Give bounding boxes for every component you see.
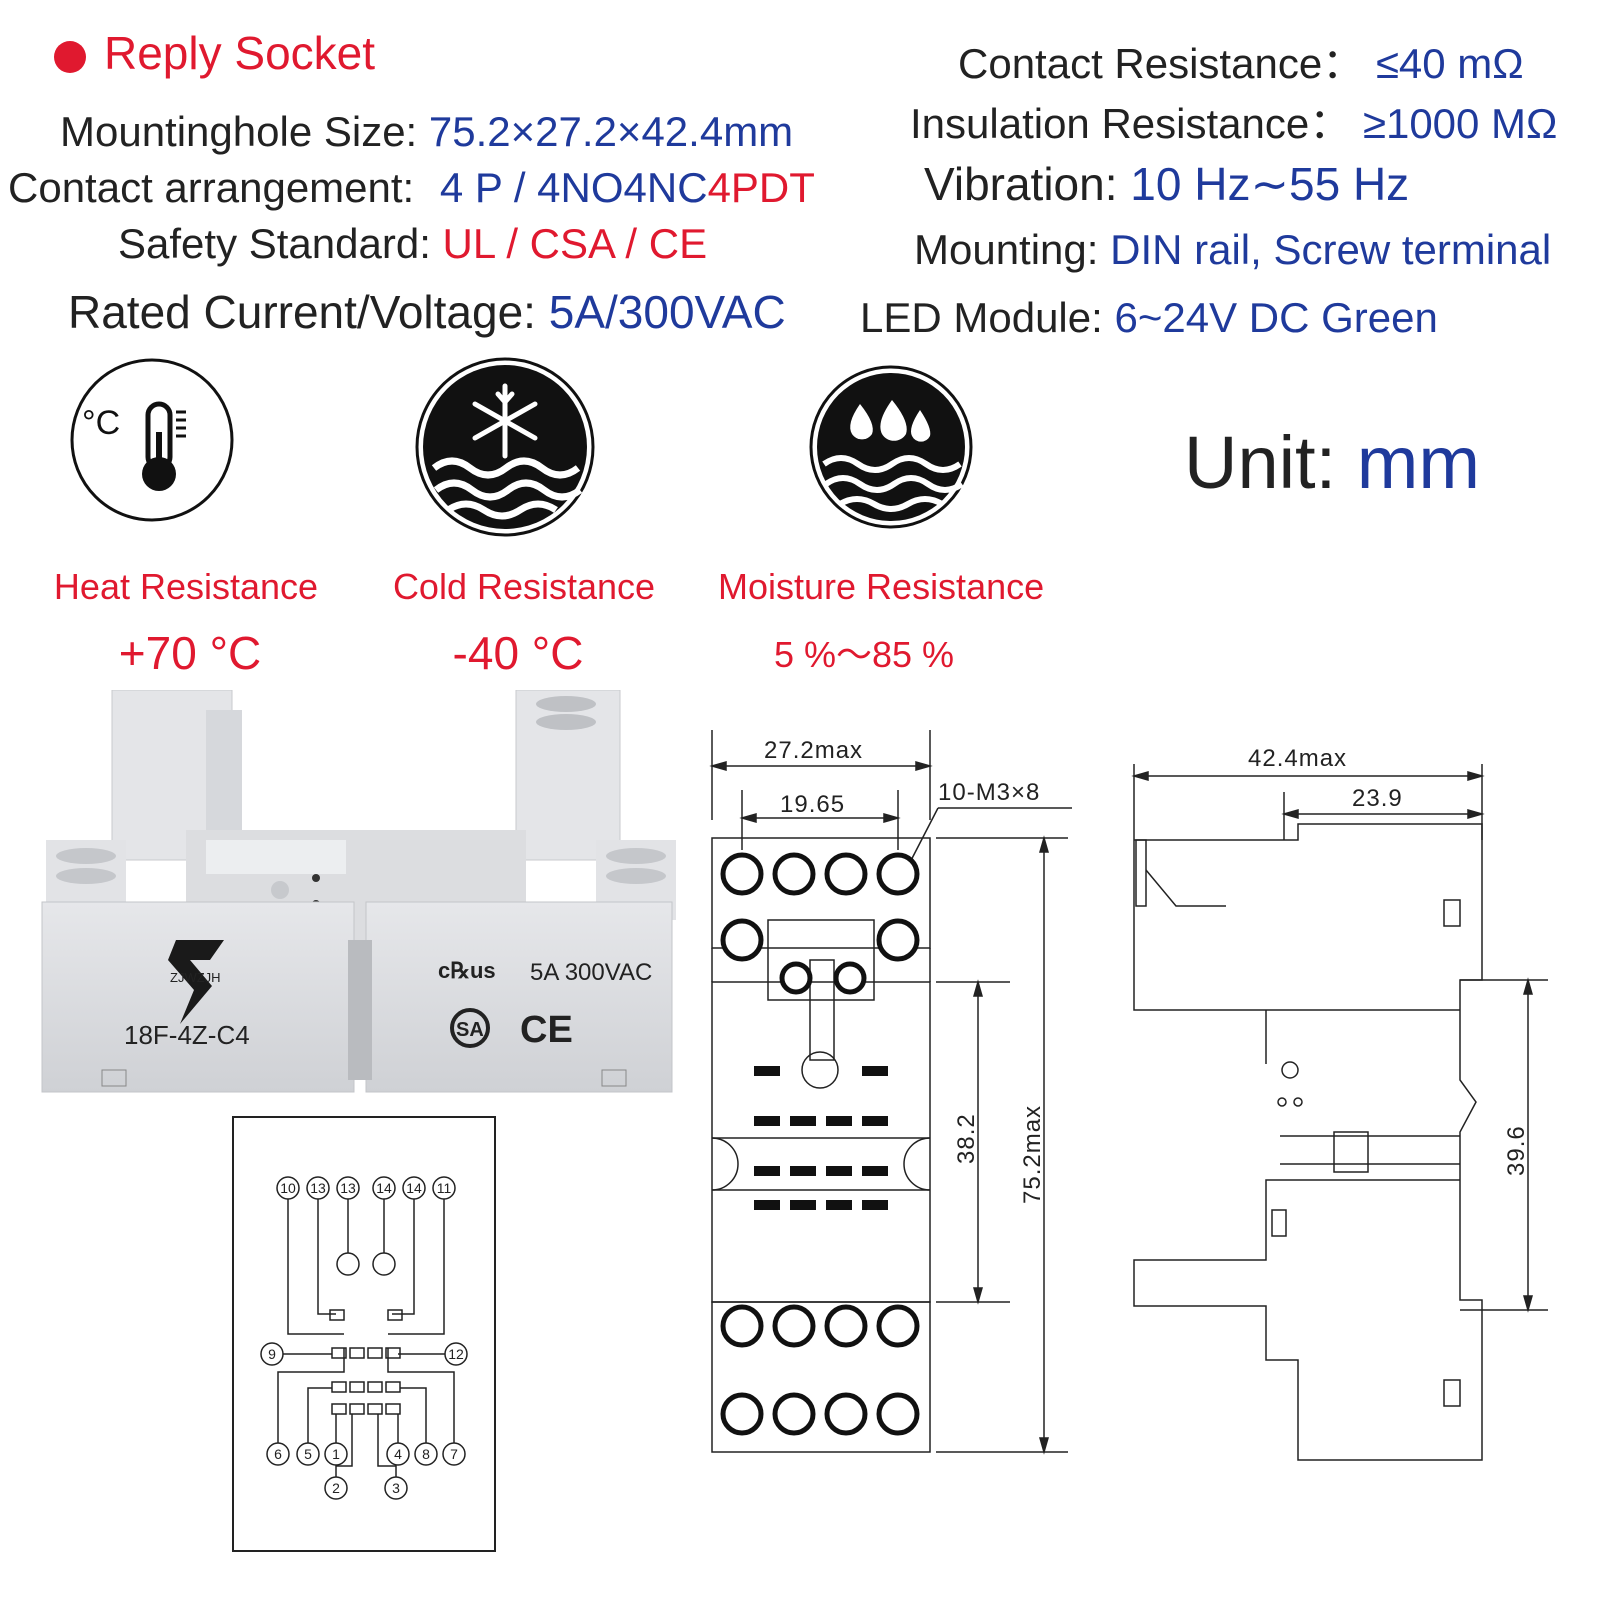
pin-14b: 14: [406, 1180, 422, 1196]
moisture-resistance-value: 5 %～85 %: [773, 634, 955, 675]
pin-10: 10: [280, 1180, 296, 1196]
rating-text: 5A 300VAC: [530, 959, 652, 986]
heat-resistance-value: +70 °C: [118, 627, 262, 679]
spec-safety-standard: Safety Standard: UL / CSA / CE: [118, 220, 708, 267]
spec-mountinghole-size: Mountinghole Size: 75.2×27.2×42.4mm: [60, 108, 794, 155]
thermometer-icon: °C: [70, 358, 234, 522]
spec-vibration: Vibration: 10 Hz∼55 Hz: [924, 158, 1410, 210]
cold-resistance-value: -40 °C: [452, 627, 584, 679]
front-view-drawing: 27.2max 19.65 10-M3×8 38.2 75.2max: [709, 730, 1072, 1455]
pin-2: 2: [332, 1480, 340, 1496]
pin-12: 12: [448, 1346, 464, 1362]
pin-9: 9: [268, 1346, 276, 1362]
dim-depth-max: 42.4max: [1248, 745, 1347, 772]
pin-6: 6: [274, 1446, 282, 1462]
pin-1: 1: [332, 1446, 340, 1462]
dim-offset: 23.9: [1352, 785, 1403, 812]
pin-13a: 13: [310, 1180, 326, 1196]
spec-mounting: Mounting: DIN rail, Screw terminal: [914, 226, 1552, 273]
spec-insulation-resistance: Insulation Resistance： ≥1000 MΩ: [910, 100, 1558, 147]
dim-height-max: 75.2max: [1019, 1105, 1046, 1204]
dim-rail-height: 39.6: [1503, 1125, 1530, 1176]
pin-11: 11: [437, 1180, 452, 1196]
pin-14a: 14: [376, 1180, 392, 1196]
dim-pitch: 19.65: [780, 791, 845, 818]
heat-resistance-label: Heat Resistance: [53, 566, 319, 607]
side-view-drawing: 42.4max 23.9 39.6: [1131, 745, 1548, 1461]
pin-3: 3: [392, 1480, 400, 1496]
wiring-schematic: 10 13 13 14 14 11 9 12 6 5 1 4 8 7 2 3: [232, 1116, 496, 1552]
pin-5: 5: [304, 1446, 312, 1462]
pin-13b: 13: [340, 1180, 356, 1196]
page-title: Reply Socket: [54, 26, 375, 80]
relay-socket-photo: ZJWZJH 18F-4Z-C4 c℞us 5A 300VAC SA CE: [41, 690, 676, 1093]
svg-text:°C: °C: [82, 404, 120, 442]
pin-8: 8: [422, 1446, 430, 1462]
cold-resistance-label: Cold Resistance: [392, 566, 656, 607]
snowflake-icon: [415, 357, 595, 537]
ul-mark: c℞us: [438, 958, 496, 983]
model-text: 18F-4Z-C4: [124, 1020, 250, 1050]
unit-label: Unit: mm: [1184, 421, 1481, 504]
dim-screw-note: 10-M3×8: [938, 779, 1040, 806]
bullet-dot-icon: [54, 40, 86, 73]
pin-7: 7: [450, 1446, 458, 1462]
brand-text: ZJWZJH: [170, 970, 221, 985]
water-drops-icon: [809, 365, 973, 529]
pin-4: 4: [394, 1446, 402, 1462]
dim-inner-height: 38.2: [953, 1113, 980, 1164]
spec-contact-resistance: Contact Resistance： ≤40 mΩ: [958, 40, 1524, 87]
spec-rated-current-voltage: Rated Current/Voltage: 5A/300VAC: [68, 286, 786, 338]
dim-width-max: 27.2max: [764, 737, 863, 764]
csa-mark: SA: [456, 1019, 484, 1041]
spec-contact-arrangement: Contact arrangement: 4 P / 4NO4NC4PDT: [8, 164, 815, 211]
ce-mark: CE: [520, 1009, 573, 1051]
moisture-resistance-label: Moisture Resistance: [718, 566, 1045, 607]
spec-led-module: LED Module: 6~24V DC Green: [860, 294, 1438, 341]
